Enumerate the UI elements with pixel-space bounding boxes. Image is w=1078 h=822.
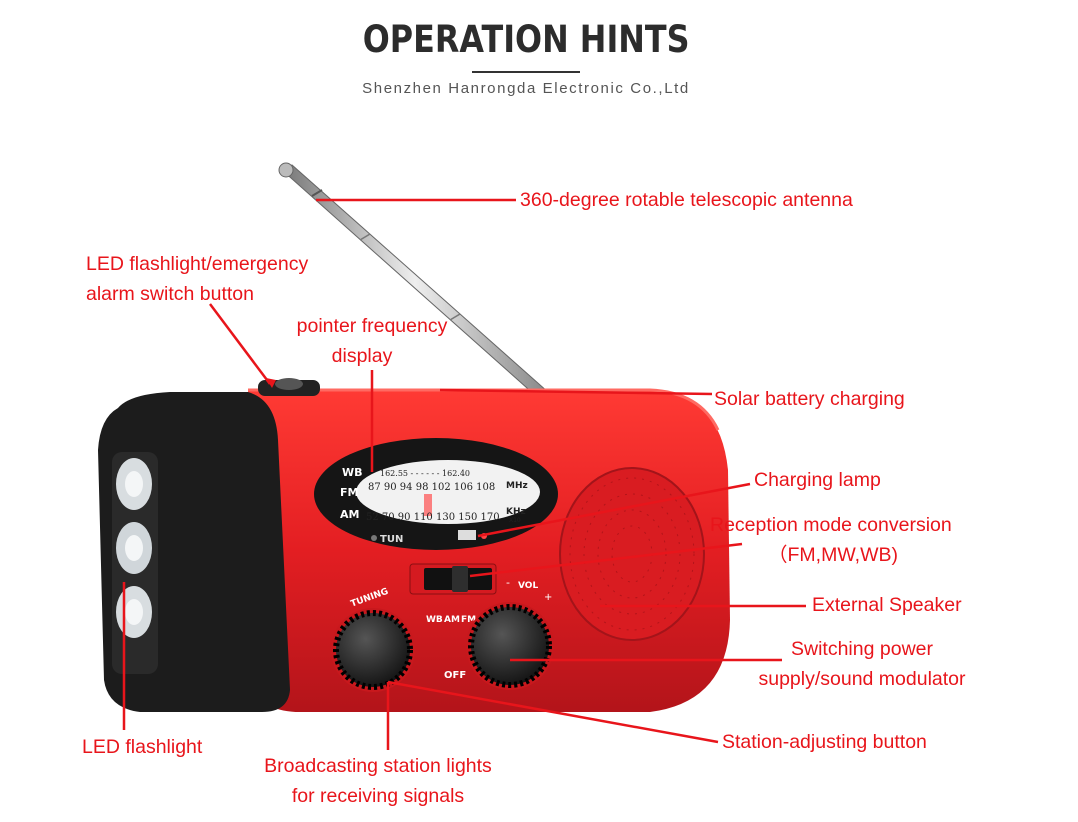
- callout-pointer-line2: display: [331, 345, 393, 367]
- page-title: OPERATION HINTS: [362, 18, 690, 61]
- callout-led-switch-line1: LED flashlight/emergency: [86, 253, 309, 275]
- unit-khz: KHz: [506, 507, 526, 517]
- mode-label-wb: WB: [426, 615, 443, 625]
- unit-mhz: MHz: [506, 481, 528, 491]
- callout-broadcast-line2: for receiving signals: [291, 785, 465, 807]
- callout-station-button: Station-adjusting button: [722, 731, 927, 753]
- unit-x10: X10: [509, 517, 521, 524]
- volume-knob: - VOL + OFF: [444, 576, 554, 690]
- callout-broadcast-line1: Broadcasting station lights: [264, 755, 492, 777]
- callout-leaders: [122, 198, 806, 750]
- callout-reception-line1: Reception mode conversion: [710, 514, 952, 536]
- callout-solar: Solar battery charging: [714, 388, 905, 410]
- callout-led-flashlight: LED flashlight: [82, 736, 203, 758]
- callout-pointer-line1: pointer frequency: [296, 315, 448, 337]
- am-scale: 52 70 90 110 130 150 170: [366, 512, 500, 523]
- band-label-am: AM: [340, 508, 359, 521]
- mode-switch: WB AM FM: [409, 563, 497, 625]
- vol-minus: -: [506, 576, 510, 589]
- band-label-wb: WB: [342, 466, 363, 479]
- callout-speaker: External Speaker: [812, 594, 962, 616]
- callout-antenna: 360-degree rotable telescopic antenna: [520, 189, 853, 211]
- callout-power-line2: supply/sound modulator: [758, 668, 966, 690]
- title-underline: [472, 71, 580, 73]
- wb-scale: 162.55 - - - - - - 162.40: [380, 469, 470, 478]
- band-label-fm: FM: [340, 486, 358, 499]
- callout-reception-line2: （FM,MW,WB): [768, 544, 898, 566]
- mode-label-fm: FM: [461, 615, 476, 625]
- company-name: Shenzhen Hanrongda Electronic Co.,Ltd: [362, 80, 690, 97]
- tuning-knob: TUNING: [331, 587, 415, 692]
- speaker-grille: [559, 467, 705, 641]
- callout-charging-lamp: Charging lamp: [754, 469, 881, 491]
- mode-label-am: AM: [444, 615, 460, 625]
- fm-scale: 87 90 94 98 102 106 108: [368, 482, 495, 493]
- callout-power-line1: Switching power: [791, 638, 933, 660]
- vol-label: VOL: [518, 581, 538, 591]
- flashlight-housing: [98, 392, 290, 712]
- tun-indicator-label: TUN: [380, 534, 403, 545]
- off-label: OFF: [444, 670, 466, 681]
- frequency-display: WB FM AM 162.55 - - - - - - 162.40 87 90…: [314, 438, 558, 550]
- callout-led-switch-line2: alarm switch button: [86, 283, 254, 305]
- vol-plus: +: [544, 592, 552, 603]
